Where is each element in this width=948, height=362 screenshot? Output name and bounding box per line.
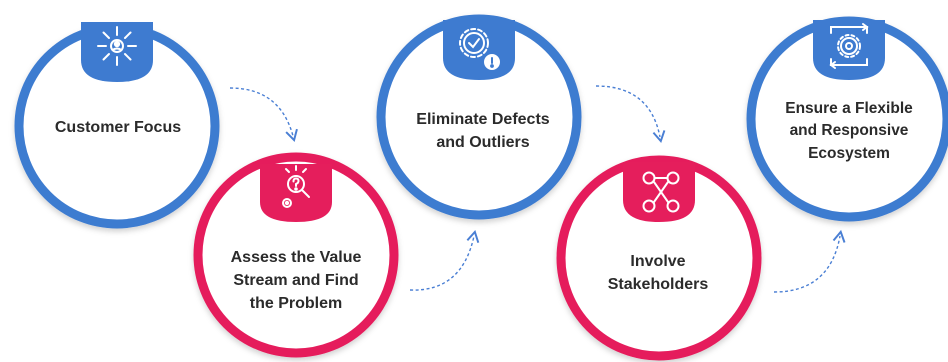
assess-problem-icon	[282, 165, 310, 208]
step-circle-2	[193, 152, 399, 358]
step-circle-1	[14, 22, 220, 229]
step-5-label: Ensure a Flexible and Responsive Ecosyst…	[785, 100, 913, 162]
step-circle-5	[746, 16, 948, 222]
step-4-icon-tab	[623, 162, 695, 222]
connector-2-3	[409, 229, 480, 291]
step-3-label: Eliminate Defects and Outliers	[416, 111, 550, 152]
connector-3-4	[595, 85, 666, 144]
step-circle-3	[376, 14, 582, 220]
customer-focus-icon	[97, 26, 137, 66]
flexible-ecosystem-icon	[829, 23, 869, 69]
step-2-label: Assess the Value Stream and Find the Pro…	[230, 249, 362, 313]
stakeholders-icon	[642, 171, 680, 213]
step-4-label: Involve Stakeholders	[607, 253, 709, 294]
connector-4-5	[773, 229, 846, 293]
eliminate-defects-icon	[459, 28, 500, 70]
connector-1-2	[229, 87, 298, 142]
step-circle-4	[556, 155, 762, 361]
step-1-label: Customer Focus	[54, 119, 182, 136]
